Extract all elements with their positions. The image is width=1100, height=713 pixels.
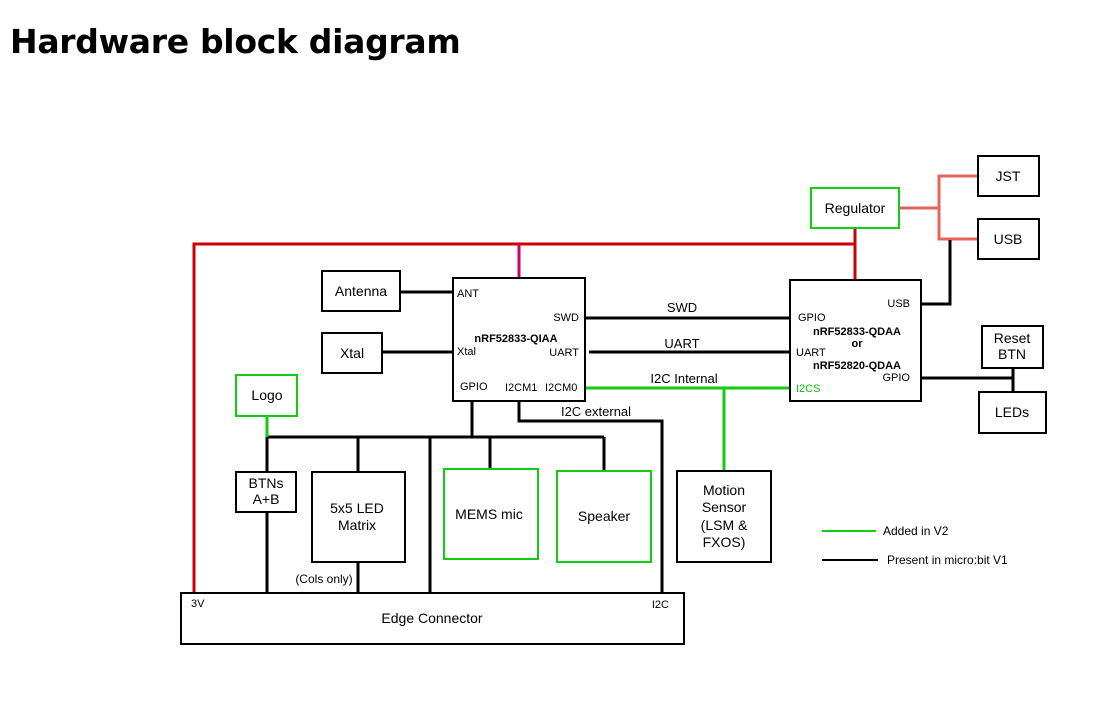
buttons-block: BTNs A+B [235, 471, 297, 513]
motion-sensor-label-1: Motion [703, 482, 745, 498]
leds-label: LEDs [995, 404, 1029, 420]
jst-label: JST [996, 168, 1021, 184]
speaker-block: Speaker [556, 470, 652, 563]
speaker-label: Speaker [578, 508, 630, 524]
reset-label-1: Reset [994, 330, 1031, 346]
pin-i2cs: I2CS [796, 383, 820, 395]
pin-uart-interface: UART [796, 347, 826, 359]
usb-data-wire [922, 240, 952, 306]
power-rail-3v [192, 242, 855, 592]
regulator-block: Regulator [810, 187, 900, 229]
interface-mcu-or: or [852, 338, 864, 350]
pin-gpio-right: GPIO [882, 372, 910, 384]
usb-label: USB [994, 231, 1023, 247]
uart-bus-label: UART [664, 336, 699, 351]
motion-sensor-label-4: FXOS) [703, 534, 746, 550]
pin-gpio: GPIO [460, 381, 488, 393]
pin-i2cm1: I2CM1 [505, 382, 537, 394]
logo-label: Logo [251, 387, 282, 403]
usb-block: USB [977, 218, 1040, 260]
legend-label-v2: Added in V2 [883, 524, 949, 538]
swd-bus-label: SWD [667, 300, 697, 315]
led-matrix-block: 5x5 LED Matrix [311, 471, 406, 563]
i2c-internal-label: I2C Internal [650, 371, 717, 386]
buttons-label-1: BTNs [249, 475, 284, 491]
xtal-block: Xtal [321, 332, 383, 374]
reset-label-2: BTN [998, 346, 1026, 362]
edge-pin-i2c: I2C [652, 599, 669, 611]
led-matrix-note: (Cols only) [295, 572, 352, 586]
i2c-external-wire [517, 402, 664, 593]
edge-connector-block: 3V I2C Edge Connector [180, 592, 685, 645]
motion-sensor-label-3: (LSM & [701, 517, 748, 533]
legend: Added in V2 Present in micro:bit V1 [822, 524, 1008, 567]
buttons-label-2: A+B [253, 491, 280, 507]
main-mcu-name: nRF52833-QIAA [474, 333, 557, 345]
pin-ant: ANT [457, 288, 479, 300]
i2c-external-label: I2C external [561, 404, 631, 419]
pin-i2cm0: I2CM0 [545, 382, 577, 394]
motion-sensor-block: Motion Sensor (LSM & FXOS) [676, 470, 772, 563]
main-mcu-block: ANT SWD nRF52833-QIAA Xtal UART GPIO I2C… [452, 277, 586, 402]
regulator-label: Regulator [825, 200, 886, 216]
reset-button-block: Reset BTN [981, 325, 1044, 369]
pin-xtal: Xtal [457, 346, 476, 358]
led-matrix-label-1: 5x5 LED [330, 500, 384, 516]
jst-usb-power-wire [937, 174, 978, 241]
pin-swd: SWD [553, 312, 579, 324]
antenna-label: Antenna [335, 283, 387, 299]
legend-label-v1: Present in micro:bit V1 [887, 553, 1008, 567]
edge-pin-3v: 3V [191, 598, 205, 610]
page-title: Hardware block diagram [10, 22, 461, 61]
antenna-block: Antenna [321, 270, 401, 312]
pin-usb: USB [887, 298, 910, 310]
motion-sensor-label-2: Sensor [702, 499, 747, 515]
mems-mic-block: MEMS mic [443, 468, 539, 560]
pin-uart: UART [549, 347, 579, 359]
interface-mcu-name-2: nRF52820-QDAA [813, 360, 901, 372]
leds-block: LEDs [978, 391, 1047, 434]
edge-connector-label: Edge Connector [381, 610, 483, 626]
interface-mcu-block: USB GPIO nRF52833-QDAA or UART nRF52820-… [789, 279, 922, 402]
interface-mcu-name-1: nRF52833-QDAA [813, 326, 901, 338]
mems-mic-label: MEMS mic [455, 506, 523, 522]
logo-block: Logo [235, 374, 298, 417]
xtal-label: Xtal [340, 345, 364, 361]
pin-gpio-left: GPIO [798, 312, 826, 324]
jst-block: JST [977, 155, 1040, 197]
led-matrix-label-2: Matrix [338, 517, 376, 533]
